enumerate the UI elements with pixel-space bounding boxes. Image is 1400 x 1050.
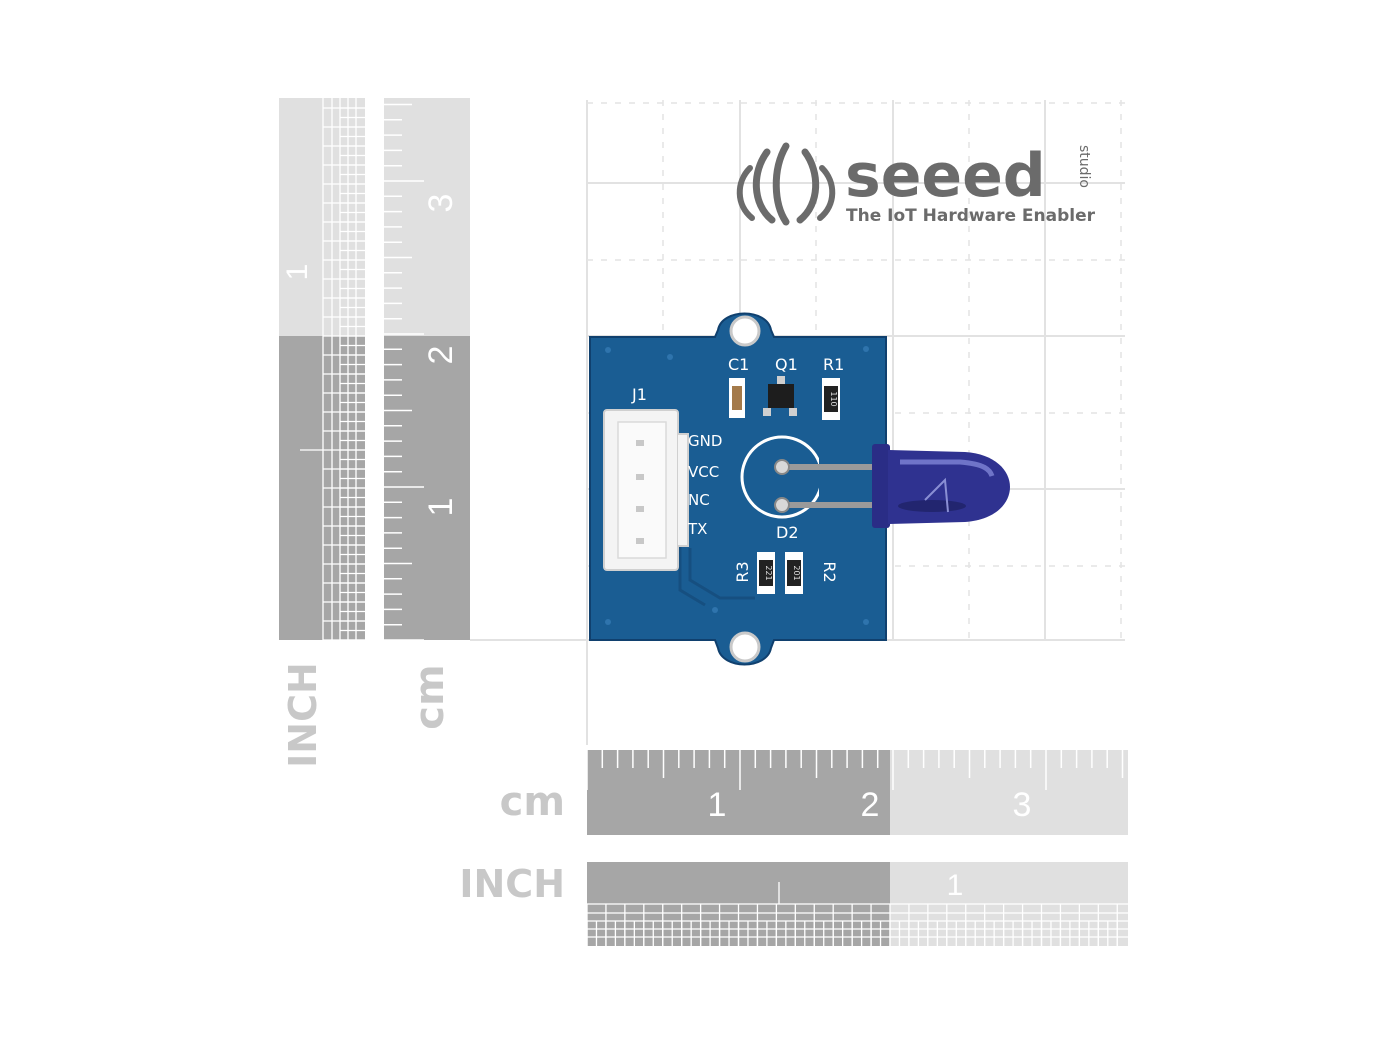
horizontal-cm-tick-label-2: 2 (861, 786, 880, 824)
vertical-cm-ruler (384, 98, 470, 641)
label-j1: J1 (631, 385, 647, 404)
horizontal-cm-ruler (586, 750, 1128, 835)
resistor-r3 (757, 552, 775, 594)
capacitor-c1 (729, 378, 745, 418)
ir-led (872, 444, 1010, 528)
resistor-r1 (822, 378, 840, 420)
label-q1: Q1 (775, 355, 798, 374)
vertical-cm-tick-label-3: 3 (422, 194, 460, 213)
resistor-r2 (785, 552, 803, 594)
horizontal-cm-unit-label: cm (500, 779, 565, 825)
logo-tagline: The IoT Hardware Enabler (846, 206, 1096, 226)
label-r3: R3 (733, 561, 752, 582)
logo-sub: studio (1076, 145, 1092, 188)
pcb-board: J1 GND VCC NC TX C1 Q1 R1 110 D2 R3 (589, 312, 887, 666)
mounting-hole-top (729, 315, 761, 347)
vertical-inch-tick-label: 1 (281, 264, 314, 281)
seeed-logo: seeed studio The IoT Hardware Enabler (736, 141, 1096, 226)
j1-connector (603, 409, 689, 571)
horizontal-cm-tick-label-1: 1 (708, 786, 727, 824)
led-leads (774, 459, 880, 513)
transistor-q1 (763, 376, 797, 416)
horizontal-inch-tick-label: 1 (947, 869, 964, 902)
marking-r3: 221 (764, 565, 773, 580)
horizontal-cm-tick-label-3: 3 (1013, 786, 1032, 824)
vertical-cm-tick-label-1: 1 (422, 498, 460, 517)
label-d2: D2 (776, 523, 799, 542)
pin-label-gnd: GND (688, 432, 722, 450)
mounting-hole-bottom (729, 631, 761, 663)
horizontal-inch-ruler (586, 862, 1128, 946)
marking-r1: 110 (829, 391, 838, 406)
marking-r2: 201 (792, 565, 801, 580)
vertical-cm-tick-label-2: 2 (422, 346, 460, 365)
horizontal-inch-unit-label: INCH (459, 862, 565, 906)
label-r2: R2 (820, 561, 839, 582)
pin-label-vcc: VCC (688, 463, 719, 481)
pin-label-tx: TX (687, 520, 707, 538)
label-c1: C1 (728, 355, 749, 374)
vertical-inch-ruler (279, 98, 365, 641)
logo-brand: seeed (845, 141, 1046, 211)
vertical-inch-unit-label: INCH (281, 662, 325, 768)
vertical-cm-unit-label: cm (407, 664, 453, 729)
seeed-logo-icon (736, 142, 836, 226)
label-r1: R1 (823, 355, 844, 374)
pin-label-nc: NC (688, 491, 710, 509)
